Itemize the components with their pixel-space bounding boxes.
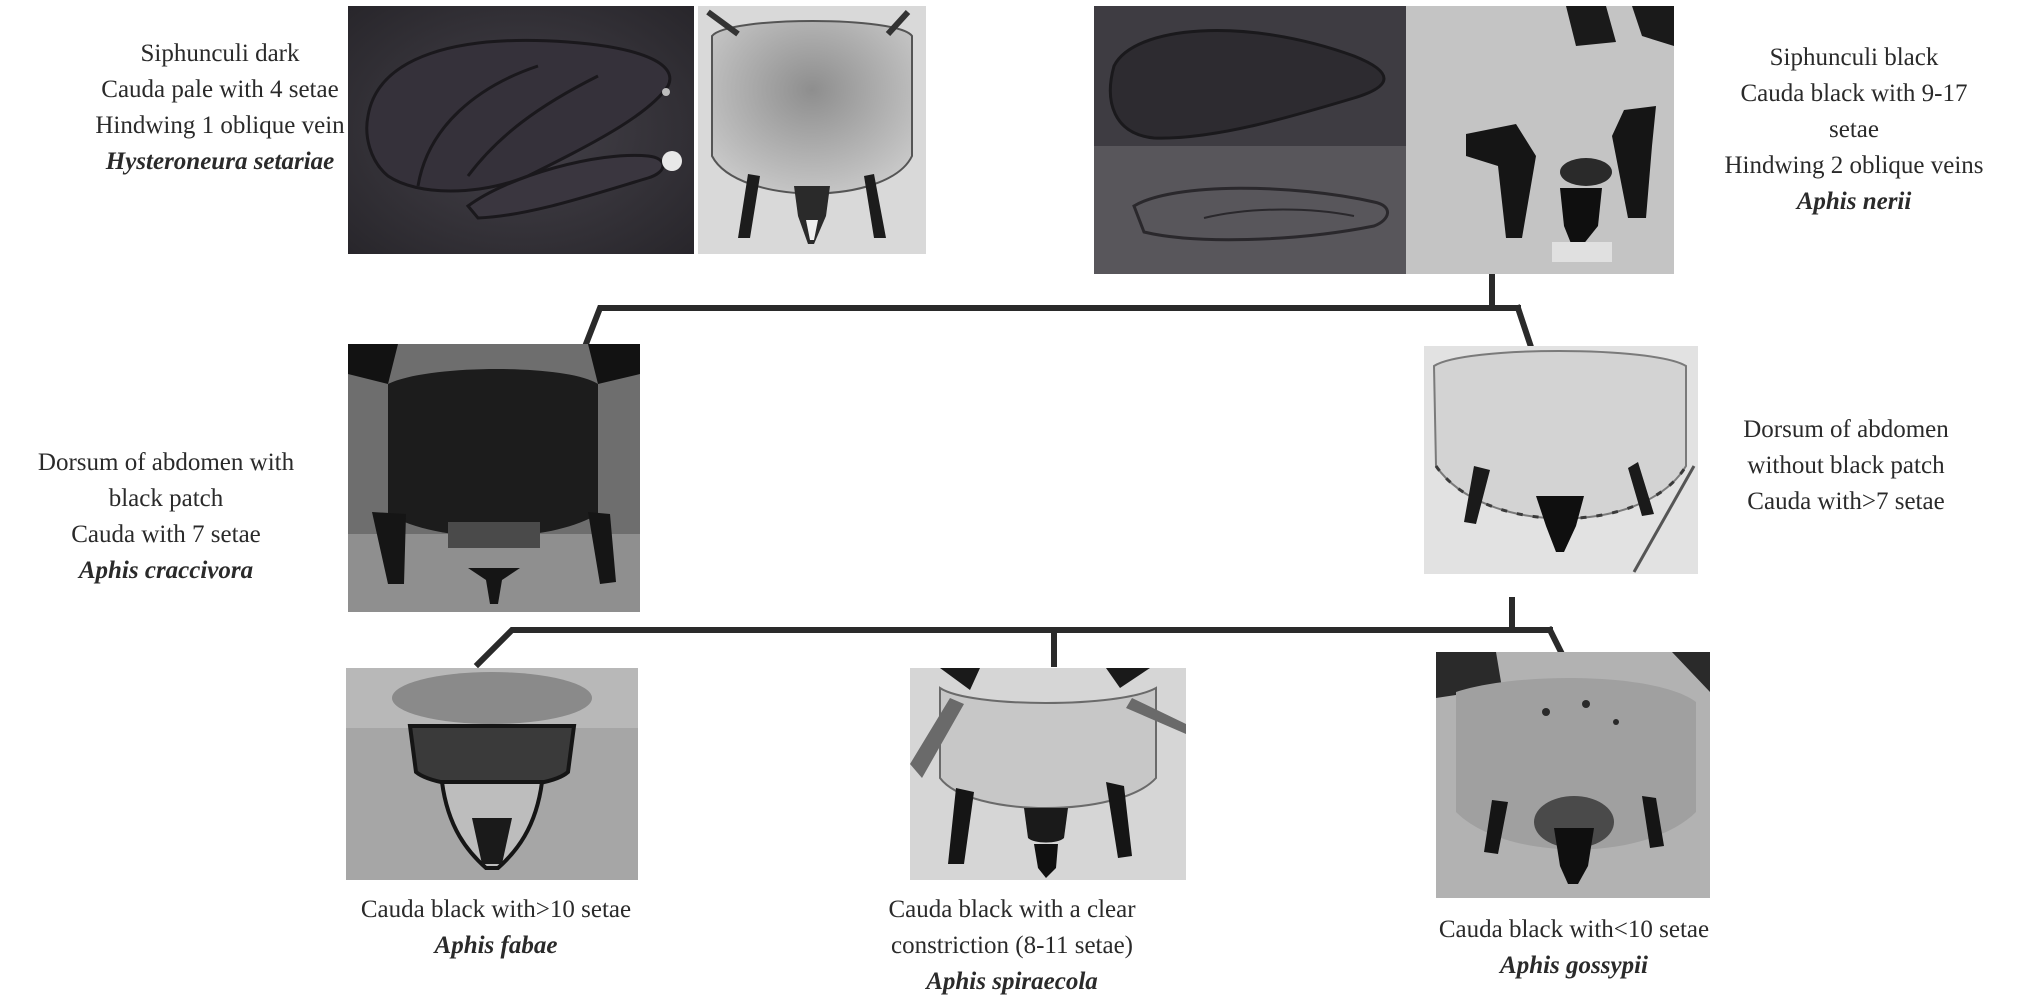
nerii-abdomen-photo [1406,6,1674,274]
no-patch-abdomen-photo [1424,346,1698,574]
caption-line: black patch [0,481,332,517]
caption-line: Hindwing 2 oblique veins [1672,148,2036,184]
connector-bottom [478,600,1564,664]
species-name: Aphis gossypii [1374,948,1774,984]
nerii-caption: Siphunculi black Cauda black with 9-17 s… [1672,40,2036,220]
caption-line: Cauda black with>10 setae [286,892,706,928]
caption-line: Cauda with 7 setae [0,517,332,553]
caption-line: Cauda black with<10 setae [1374,912,1774,948]
fabae-abdomen-photo [346,668,638,880]
connector-top [586,274,1530,344]
species-name: Aphis craccivora [0,553,332,589]
caption-line: Dorsum of abdomen with [0,445,332,481]
gossypii-abdomen-photo [1436,652,1710,898]
caption-line: constriction (8-11 setae) [822,928,1202,964]
no-patch-caption: Dorsum of abdomen without black patch Ca… [1696,412,1996,520]
species-name: Aphis nerii [1672,184,2036,220]
caption-line: Cauda black with a clear [822,892,1202,928]
hysteroneura-wing-photo [348,6,694,254]
craccivora-abdomen-photo [348,344,640,612]
spiraecola-caption: Cauda black with a clear constriction (8… [822,892,1202,1000]
nerii-wing-photo [1094,6,1406,274]
fabae-caption: Cauda black with>10 setae Aphis fabae [286,892,706,964]
gossypii-caption: Cauda black with<10 setae Aphis gossypii [1374,912,1774,984]
hysteroneura-abdomen-photo [698,6,926,254]
caption-line: Cauda with>7 setae [1696,484,1996,520]
species-name: Aphis spiraecola [822,964,1202,1000]
caption-line: setae [1672,112,2036,148]
spiraecola-abdomen-photo [910,668,1186,880]
caption-line: without black patch [1696,448,1996,484]
craccivora-caption: Dorsum of abdomen with black patch Cauda… [0,445,332,589]
caption-line: Dorsum of abdomen [1696,412,1996,448]
caption-line: Cauda black with 9-17 [1672,76,2036,112]
species-name: Aphis fabae [286,928,706,964]
caption-line: Siphunculi black [1672,40,2036,76]
